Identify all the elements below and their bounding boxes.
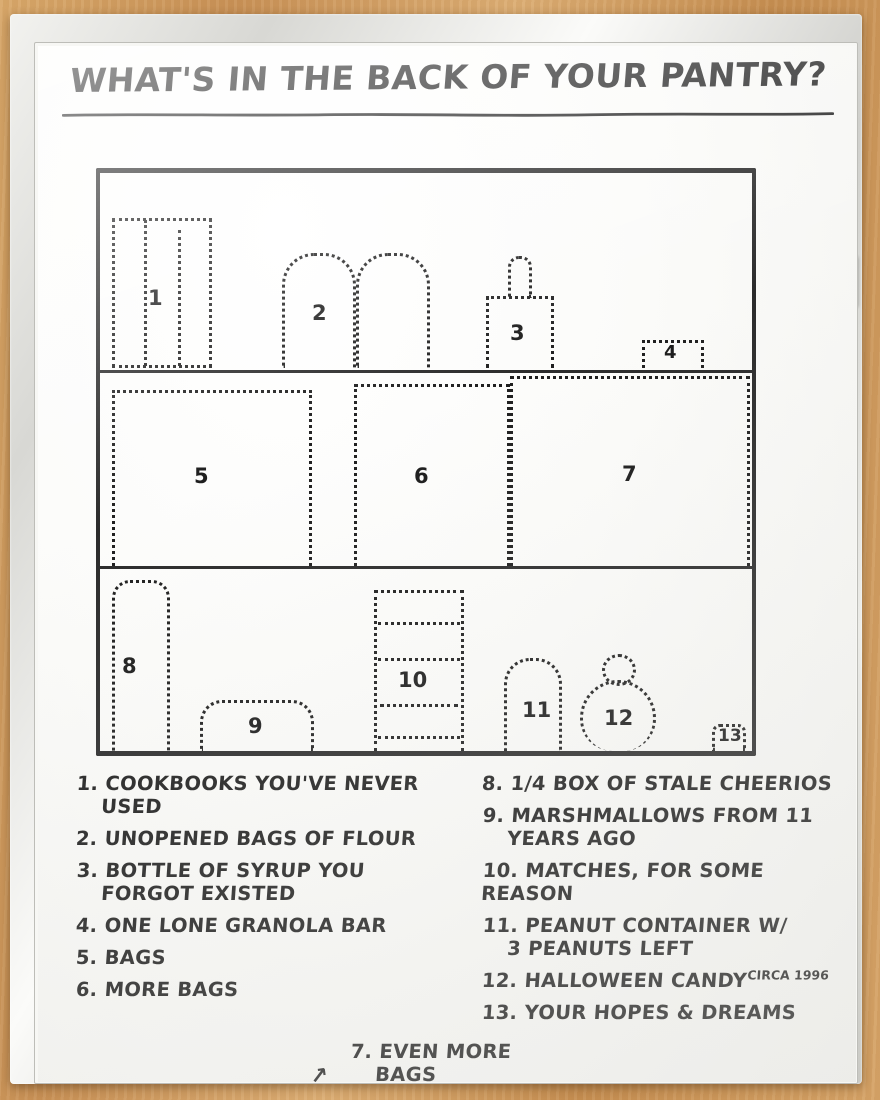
item-number-5: 5 [194, 464, 209, 488]
legend-text-2: UNOPENED BAGS OF FLOUR [103, 827, 418, 850]
item-4-granola-bar [642, 340, 704, 368]
legend-item-5: 5. BAGS [75, 946, 477, 969]
item-8-cereal-box [112, 580, 170, 751]
legend-text-5: BAGS [103, 946, 167, 969]
legend-text-10: MATCHES, FOR SOME REASON [480, 859, 765, 905]
legend-text-11: PEANUT CONTAINER W/ [524, 914, 789, 937]
shelf-side-left [96, 168, 100, 756]
item-1-book-divider-b [178, 230, 181, 366]
legend-num-1: 1. [76, 772, 100, 795]
legend-text-6: MORE BAGS [103, 978, 240, 1001]
item-number-7: 7 [622, 462, 637, 486]
legend-text-7-line2: BAGS [374, 1063, 438, 1082]
legend-text-11-line2: 3 PEANUTS LEFT [506, 937, 694, 960]
legend-text-1-line2: USED [100, 795, 163, 818]
item-10-box-divider-a [378, 622, 460, 625]
legend-text-1: COOKBOOKS YOU'VE NEVER [104, 772, 420, 795]
item-number-9: 9 [248, 714, 263, 738]
legend-text-7: EVEN MORE [378, 1040, 513, 1063]
item-number-13: 13 [718, 726, 742, 746]
legend-arrow-icon: ↗ [308, 1062, 331, 1082]
shelf-edge-top [96, 168, 756, 173]
legend-item-1: 1. COOKBOOKS YOU'VE NEVER USED [74, 772, 477, 818]
item-number-2: 2 [312, 301, 327, 325]
legend-text-12-superscript: CIRCA 1996 [746, 967, 830, 983]
legend-num-13: 13. [481, 1001, 519, 1024]
item-7-even-more-bags [510, 376, 750, 566]
shelf-edge-middle-upper [96, 370, 756, 373]
item-3-syrup-bottle-neck [508, 256, 532, 298]
shelf-side-right [752, 168, 756, 756]
legend-column-right: 8. 1/4 BOX OF STALE CHEERIOS 9. MARSHMAL… [480, 772, 855, 1033]
legend-num-12: 12. [481, 969, 519, 992]
shelf-edge-middle-lower [96, 566, 756, 569]
shelf-edge-bottom [96, 751, 756, 756]
item-1-book-divider-a [144, 220, 147, 366]
legend-item-12: 12. HALLOWEEN CANDYCIRCA 1996 [481, 967, 855, 993]
legend-item-8: 8. 1/4 BOX OF STALE CHEERIOS [481, 772, 855, 795]
item-2-flour-bag-right [356, 253, 430, 368]
legend-text-13: YOUR HOPES & DREAMS [523, 1001, 797, 1024]
legend-text-3: BOTTLE OF SYRUP YOU [104, 859, 366, 882]
legend-item-2: 2. UNOPENED BAGS OF FLOUR [75, 827, 477, 850]
legend-num-11: 11. [482, 914, 520, 937]
title-underline [62, 112, 834, 117]
item-11-peanut-jar [504, 658, 562, 751]
item-10-box-divider-d [378, 736, 460, 739]
item-1-cookbooks [112, 218, 212, 368]
item-number-12: 12 [604, 706, 634, 730]
item-number-10: 10 [398, 668, 428, 692]
item-5-bags [112, 390, 312, 566]
legend-num-2: 2. [75, 827, 99, 850]
legend-num-8: 8. [481, 772, 505, 795]
legend-num-9: 9. [482, 804, 506, 827]
item-number-6: 6 [414, 464, 429, 488]
item-13-hopes-and-dreams [712, 724, 746, 751]
item-6-more-bags [354, 384, 510, 566]
item-number-8: 8 [122, 654, 137, 678]
whiteboard-surface: WHAT'S IN THE BACK OF YOUR PANTRY? 1 [38, 46, 856, 1082]
item-number-3: 3 [510, 321, 525, 345]
legend-item-13: 13. YOUR HOPES & DREAMS [481, 1001, 855, 1024]
legend-text-9-line2: YEARS AGO [506, 827, 637, 850]
legend-item-6: 6. MORE BAGS [75, 978, 477, 1001]
item-12-candy-bag-tie [602, 654, 636, 686]
item-10-box-divider-b [378, 658, 460, 661]
legend-item-4: 4. ONE LONE GRANOLA BAR [75, 914, 477, 937]
legend-item-7: 7. EVEN MORE BAGS [348, 1040, 561, 1082]
legend-num-6: 6. [75, 978, 99, 1001]
legend-num-3: 3. [76, 859, 100, 882]
item-number-1: 1 [148, 286, 163, 310]
legend-column-left: 1. COOKBOOKS YOU'VE NEVER USED 2. UNOPEN… [74, 772, 477, 1010]
item-2-flour-bag-left [282, 253, 356, 368]
legend-num-7: 7. [350, 1040, 374, 1063]
legend: 1. COOKBOOKS YOU'VE NEVER USED 2. UNOPEN… [64, 772, 855, 1082]
legend-num-10: 10. [482, 859, 520, 882]
legend-item-10: 10. MATCHES, FOR SOME REASON [480, 859, 855, 905]
item-number-11: 11 [522, 698, 552, 722]
legend-text-12: HALLOWEEN CANDY [523, 969, 748, 992]
legend-text-4: ONE LONE GRANOLA BAR [103, 914, 388, 937]
legend-text-3-line2: FORGOT EXISTED [100, 882, 297, 905]
whiteboard-frame: WHAT'S IN THE BACK OF YOUR PANTRY? 1 [10, 14, 862, 1084]
item-9-marshmallow-bag [200, 700, 314, 751]
legend-num-5: 5. [75, 946, 99, 969]
legend-item-11: 11. PEANUT CONTAINER W/ 3 PEANUTS LEFT [480, 914, 855, 960]
legend-num-4: 4. [75, 914, 99, 937]
legend-item-9: 9. MARSHMALLOWS FROM 11 YEARS AGO [480, 804, 855, 850]
pantry-shelf-unit: 1 2 3 4 5 6 7 [96, 168, 756, 756]
item-10-matchbox-stack [374, 590, 464, 751]
item-3-syrup-bottle-body [486, 296, 554, 368]
page-title: WHAT'S IN THE BACK OF YOUR PANTRY? [68, 54, 829, 100]
legend-item-3: 3. BOTTLE OF SYRUP YOU FORGOT EXISTED [74, 859, 477, 905]
legend-text-9: MARSHMALLOWS FROM 11 [510, 804, 814, 827]
item-number-4: 4 [664, 342, 677, 363]
item-10-box-divider-c [380, 704, 458, 707]
legend-text-8: 1/4 BOX OF STALE CHEERIOS [509, 772, 833, 795]
